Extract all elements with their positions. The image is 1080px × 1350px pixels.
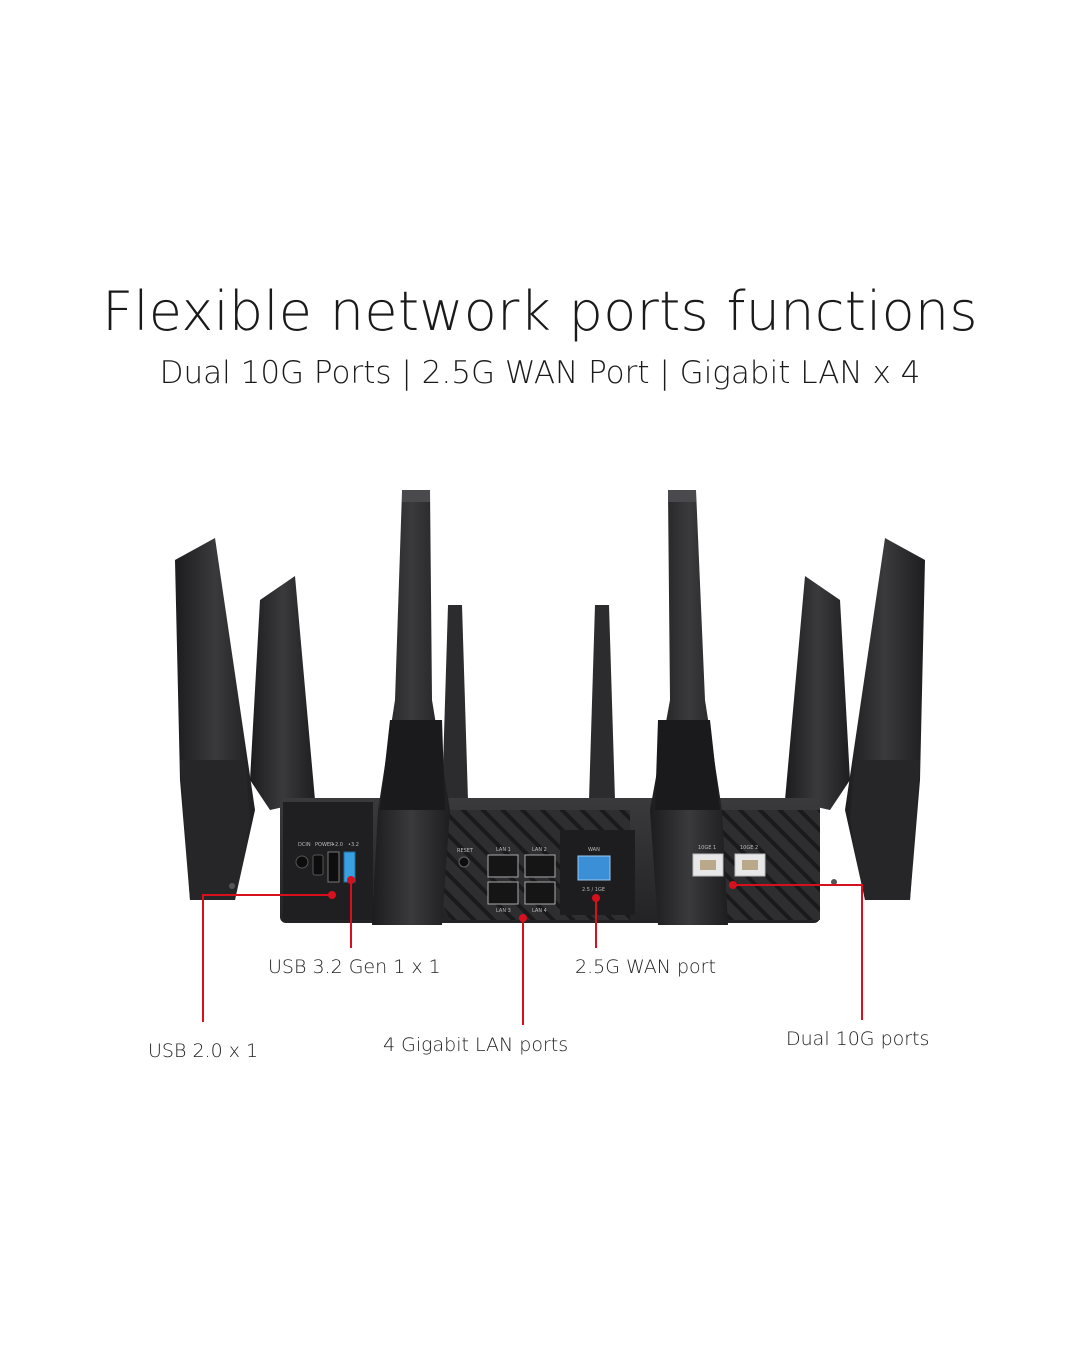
lan3-label: LAN 3	[496, 908, 511, 914]
lan1-label: LAN 1	[496, 847, 511, 853]
lan2-label: LAN 2	[532, 847, 547, 853]
lan-callout-label: 4 Gigabit LAN ports	[383, 1034, 569, 1056]
lan1-port	[487, 854, 519, 878]
usb20-port-label: •2.0	[332, 842, 343, 848]
antenna-front-left	[372, 490, 450, 925]
router-illustration: DCIN POWER •2.0 •3.2 RESET LAN 1 LAN 2 L…	[175, 490, 925, 925]
10g-port-group: 10GE 1 10GE 2	[692, 845, 766, 877]
wan-label: WAN	[588, 847, 600, 853]
10ge1-label: 10GE 1	[698, 845, 716, 851]
lan2-port	[524, 854, 556, 878]
antenna-far-right	[845, 538, 925, 900]
wan-callout-label: 2.5G WAN port	[575, 956, 716, 978]
lan3-port	[487, 881, 519, 905]
usb32-callout-label: USB 3.2 Gen 1 x 1	[268, 956, 441, 978]
wan-port	[577, 855, 611, 881]
lan-port-group: LAN 1 LAN 2 LAN 3 LAN 4	[487, 847, 556, 914]
lan4-port	[524, 881, 556, 905]
usb32-port	[343, 851, 356, 883]
antenna-far-left	[175, 538, 255, 900]
lan4-label: LAN 4	[532, 908, 547, 914]
antenna-right-2	[785, 576, 850, 810]
usb20-port	[327, 851, 340, 883]
page-title: Flexible network ports functions	[102, 280, 978, 343]
dual10g-callout-label: Dual 10G ports	[786, 1028, 930, 1050]
screw-right	[831, 879, 837, 885]
usb32-port-label: •3.2	[348, 842, 359, 848]
wan-port-group: WAN 2.5 / 1GE	[577, 847, 611, 893]
antenna-left-2	[250, 576, 315, 810]
page-subtitle: Dual 10G Ports | 2.5G WAN Port | Gigabit…	[159, 355, 921, 391]
10ge2-label: 10GE 2	[740, 845, 758, 851]
antenna-front-right	[650, 490, 728, 925]
dc-jack	[295, 855, 309, 869]
wan-speed-label: 2.5 / 1GE	[582, 887, 605, 893]
reset-label: RESET	[457, 848, 474, 854]
power-label: POWER	[315, 842, 334, 848]
screw-left	[229, 883, 235, 889]
reset-button	[458, 856, 470, 868]
dcin-label: DCIN	[298, 842, 311, 848]
usb20-callout-label: USB 2.0 x 1	[148, 1040, 259, 1062]
power-button	[312, 854, 324, 876]
antenna-inner-left	[442, 605, 468, 800]
antenna-inner-right	[589, 605, 615, 800]
